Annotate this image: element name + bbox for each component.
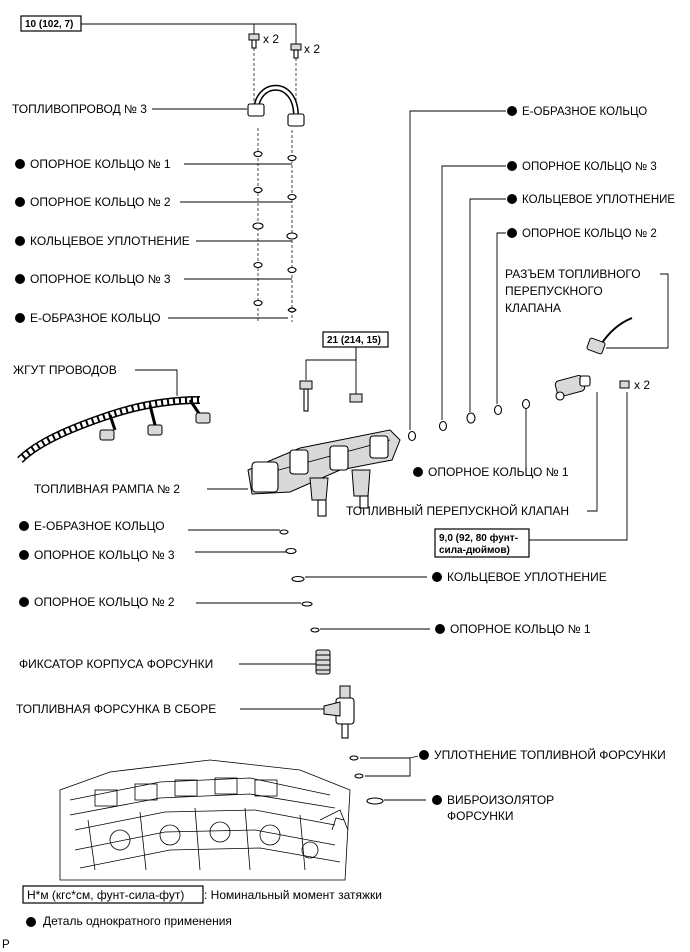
label-bypass-valve: ТОПЛИВНЫЙ ПЕРЕПУСКНОЙ КЛАПАН (346, 503, 569, 518)
label-left-backup-ring-3: ОПОРНОЕ КОЛЬЦО № 3 (30, 272, 171, 286)
label-left-o-ring: КОЛЬЦЕВОЕ УПЛОТНЕНИЕ (30, 234, 190, 248)
label-low-backup-ring-1: ОПОРНОЕ КОЛЬЦО № 1 (450, 622, 591, 636)
label-left-e-ring: Е-ОБРАЗНОЕ КОЛЬЦО (30, 311, 161, 325)
label-left-backup-ring-2: ОПОРНОЕ КОЛЬЦО № 2 (30, 195, 171, 209)
torque-valve-line1: 9,0 (92, 80 фунт- (439, 532, 518, 544)
left-ring-stack (252, 150, 298, 313)
torque-callout-rail: 21 (214, 15) (305, 331, 389, 394)
injector-seal-parts (349, 755, 364, 779)
bypass-valve-bolt (619, 380, 630, 389)
bypass-valve-bolt-qty: x 2 (634, 378, 650, 392)
page-marker: P (2, 939, 10, 951)
label-fuel-rail-2: ТОПЛИВНАЯ РАМПА № 2 (34, 482, 180, 496)
label-connector-line3: КЛАПАНА (505, 301, 561, 315)
label-wire-harness: ЖГУТ ПРОВОДОВ (13, 363, 117, 377)
label-right-o-ring: КОЛЬЦЕВОЕ УПЛОТНЕНИЕ (522, 194, 675, 206)
vibration-insulator-part (366, 797, 384, 805)
legend-non-reusable: Деталь однократного применения (26, 914, 232, 928)
injector-holder-part (315, 649, 331, 675)
label-right-e-ring: Е-ОБРАЗНОЕ КОЛЬЦО (522, 106, 647, 118)
label-low-backup-ring-2: ОПОРНОЕ КОЛЬЦО № 2 (34, 595, 175, 609)
label-low-o-ring: КОЛЬЦЕВОЕ УПЛОТНЕНИЕ (447, 570, 607, 584)
label-injector-seal: УПЛОТНЕНИЕ ТОПЛИВНОЙ ФОРСУНКИ (434, 747, 666, 762)
label-injector-assy: ТОПЛИВНАЯ ФОРСУНКА В СБОРЕ (16, 702, 216, 716)
label-vibration-insulator-2: ФОРСУНКИ (447, 809, 514, 823)
wire-harness-part (17, 396, 211, 463)
right-ring-stack (407, 398, 531, 442)
label-connector-line1: РАЗЪЕМ ТОПЛИВНОГО (505, 267, 641, 281)
connector-part (586, 317, 633, 355)
legend-torque: Н*м (кгс*см, фунт-сила-фут) : Номинальны… (22, 885, 382, 904)
torque-callout-top: 10 (102, 7) (20, 15, 297, 44)
rail-bolts (299, 380, 363, 412)
lower-ring-stack (279, 529, 320, 633)
fuel-pipe-3 (247, 84, 305, 127)
engine-block-illustration (59, 759, 351, 881)
legend-non-reusable-text: Деталь однократного применения (43, 914, 232, 928)
label-left-backup-ring-1: ОПОРНОЕ КОЛЬЦО № 1 (30, 157, 171, 171)
bolt-right-qty: x 2 (304, 42, 320, 56)
torque-rail-label: 21 (214, 15) (327, 335, 381, 346)
label-right-backup-ring-3: ОПОРНОЕ КОЛЬЦО № 3 (522, 161, 657, 173)
fuel-rail-part (247, 429, 401, 517)
torque-callout-valve: 9,0 (92, 80 фунт- сила-дюймов) (434, 392, 628, 558)
label-injector-holder: ФИКСАТОР КОРПУСА ФОРСУНКИ (19, 657, 213, 671)
label-right-backup-ring-1: ОПОРНОЕ КОЛЬЦО № 1 (428, 465, 569, 479)
bolt-left-qty: x 2 (263, 32, 279, 46)
bolt-right (290, 43, 302, 59)
bolt-left (248, 33, 260, 49)
legend-torque-box: Н*м (кгс*см, фунт-сила-фут) (27, 888, 184, 902)
label-low-backup-ring-3: ОПОРНОЕ КОЛЬЦО № 3 (34, 548, 175, 562)
label-fuel-pipe-3: ТОПЛИВОПРОВОД № 3 (12, 102, 147, 116)
torque-valve-line2: сила-дюймов) (439, 545, 510, 556)
label-vibration-insulator-1: ВИБРОИЗОЛЯТОР (447, 793, 554, 807)
torque-top-label: 10 (102, 7) (25, 19, 73, 30)
label-right-backup-ring-2: ОПОРНОЕ КОЛЬЦО № 2 (522, 228, 657, 240)
label-low-e-ring: Е-ОБРАЗНОЕ КОЛЬЦО (34, 519, 165, 533)
label-connector-line2: ПЕРЕПУСКНОГО (505, 284, 603, 298)
legend-torque-desc: : Номинальный момент затяжки (204, 888, 382, 902)
injector-assy-part (323, 685, 355, 739)
bypass-valve-part (554, 375, 591, 401)
